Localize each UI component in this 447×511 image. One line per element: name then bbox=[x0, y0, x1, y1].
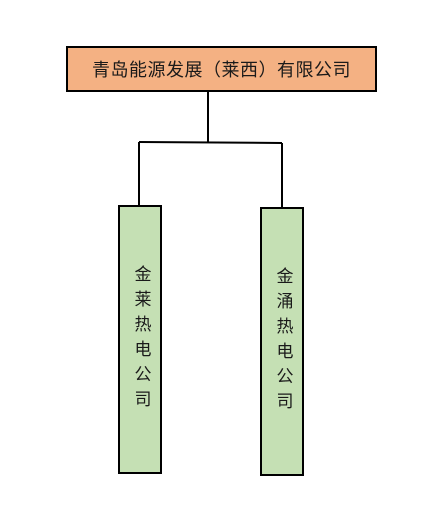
child-company-box-jinyong: 金涌热电公司 bbox=[260, 207, 304, 476]
child-company-box-jinlai: 金莱热电公司 bbox=[118, 205, 162, 474]
child-company-label-jinyong: 金涌热电公司 bbox=[272, 266, 293, 417]
connector-branch-bar bbox=[138, 141, 283, 144]
root-company-box: 青岛能源发展（莱西）有限公司 bbox=[66, 46, 377, 92]
root-company-label: 青岛能源发展（莱西）有限公司 bbox=[92, 60, 351, 81]
child-company-label-jinlai: 金莱热电公司 bbox=[130, 264, 151, 415]
